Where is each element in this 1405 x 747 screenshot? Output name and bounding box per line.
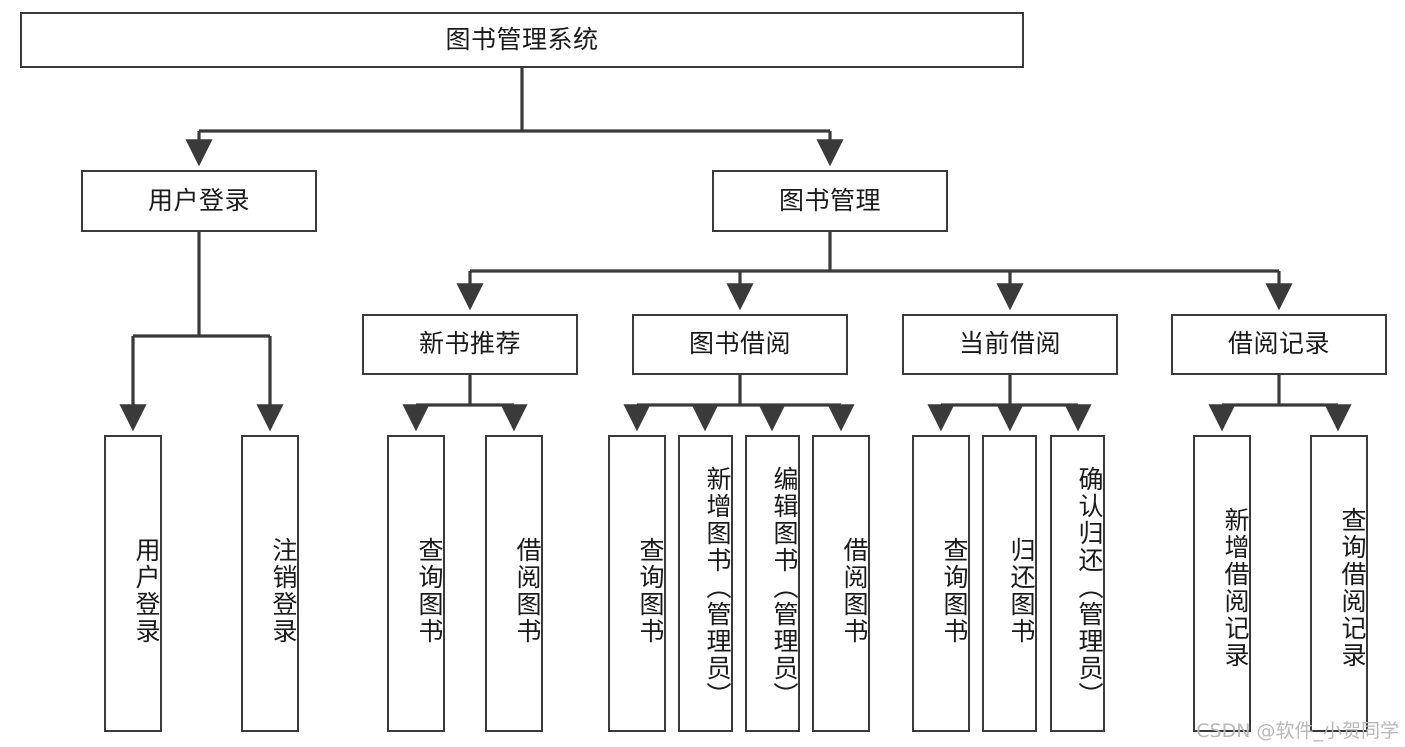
leaf-query-book-current[interactable]: 查询图书 (912, 435, 970, 732)
leaf-edit-book-admin[interactable]: 编辑图书（管理员） (745, 435, 800, 732)
node-label: 查询图书 (636, 536, 665, 645)
leaf-query-borrow-record[interactable]: 查询借阅记录 (1310, 435, 1368, 732)
node-label: 借阅图书 (840, 536, 869, 645)
node-label: 注销登录 (269, 536, 298, 645)
node-root-system[interactable]: 图书管理系统 (20, 12, 1024, 68)
node-current-borrow[interactable]: 当前借阅 (902, 314, 1118, 375)
leaf-return-book[interactable]: 归还图书 (982, 435, 1037, 732)
node-label: 图书借阅 (688, 329, 791, 359)
node-new-book-recommendation[interactable]: 新书推荐 (362, 314, 578, 375)
node-book-borrow[interactable]: 图书借阅 (632, 314, 848, 375)
node-book-management[interactable]: 图书管理 (712, 170, 948, 232)
leaf-logout[interactable]: 注销登录 (241, 435, 299, 732)
leaf-user-login[interactable]: 用户登录 (104, 435, 162, 732)
node-label: 编辑图书（管理员） (770, 466, 799, 709)
leaf-confirm-return-admin[interactable]: 确认归还（管理员） (1050, 435, 1105, 732)
leaf-add-book-admin[interactable]: 新增图书（管理员） (678, 435, 733, 732)
node-label: 借阅记录 (1227, 329, 1330, 359)
csdn-watermark: CSDN @软件_小贺同学 (1196, 720, 1399, 742)
node-label: 用户登录 (132, 536, 161, 645)
leaf-borrow-book-borrow[interactable]: 借阅图书 (812, 435, 870, 732)
node-user-login[interactable]: 用户登录 (81, 170, 317, 232)
leaf-borrow-book-newbook[interactable]: 借阅图书 (485, 435, 543, 732)
node-label: 图书管理 (778, 185, 881, 215)
node-label: 新书推荐 (418, 329, 521, 359)
node-borrow-records[interactable]: 借阅记录 (1171, 314, 1387, 375)
node-label: 归还图书 (1007, 536, 1036, 645)
node-label: 查询图书 (415, 536, 444, 645)
leaf-add-borrow-record[interactable]: 新增借阅记录 (1193, 435, 1251, 732)
node-label: 新增图书（管理员） (703, 466, 732, 709)
node-label: 新增借阅记录 (1221, 506, 1250, 669)
node-label: 借阅图书 (513, 536, 542, 645)
leaf-query-book-borrow[interactable]: 查询图书 (608, 435, 666, 732)
node-label: 用户登录 (147, 185, 250, 215)
node-label: 查询图书 (940, 536, 969, 645)
node-label: 图书管理系统 (445, 24, 599, 54)
leaf-query-book-newbook[interactable]: 查询图书 (387, 435, 445, 732)
node-label: 查询借阅记录 (1338, 506, 1367, 669)
node-label: 确认归还（管理员） (1075, 466, 1104, 709)
node-label: 当前借阅 (958, 329, 1061, 359)
